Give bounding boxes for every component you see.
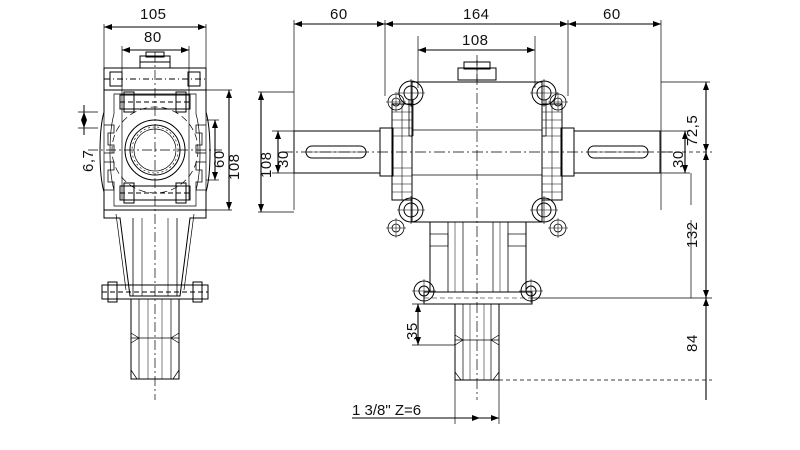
dim-text-108-front: 108 — [226, 153, 243, 180]
front-view-group — [78, 24, 232, 400]
top-left-input-shaft — [293, 130, 381, 174]
dim-text-132: 132 — [684, 221, 701, 248]
dim-text-72-5: 72,5 — [684, 114, 701, 146]
front-right-dim-extensions — [206, 89, 232, 211]
top-output-spline-shaft — [454, 303, 500, 381]
dim-text-60-left: 60 — [330, 6, 348, 23]
dim-line-108-front — [226, 90, 232, 210]
dim-text-80: 80 — [144, 29, 162, 46]
dim-text-108-top: 108 — [462, 32, 489, 49]
top-left-dim-extensions — [258, 91, 294, 213]
dim-line-80 — [122, 47, 189, 53]
dim-line-60-front — [212, 120, 218, 180]
dim-text-6-7: 6,7 — [80, 149, 97, 172]
dim-line-132 — [703, 152, 709, 298]
dim-line-105 — [104, 24, 206, 30]
top-view-dim-extensions — [293, 20, 662, 210]
spline-note-leader — [352, 380, 500, 424]
dim-text-108-topview: 108 — [258, 151, 275, 178]
right-dim-extensions — [499, 81, 712, 381]
top-left-bearing-flange — [379, 103, 413, 201]
spline-note: 1 3/8" Z=6 — [352, 402, 422, 419]
dim-text-84: 84 — [684, 334, 701, 352]
dim-line-30-right — [682, 131, 688, 173]
dim-line-30-left — [275, 131, 281, 173]
top-view-centerlines — [282, 55, 680, 400]
dim-text-30-right: 30 — [670, 150, 687, 168]
dim-line-108-top — [418, 47, 535, 53]
top-corner-bolts — [386, 79, 568, 238]
dim-line-108-topview — [258, 92, 264, 212]
front-lower-taper — [103, 210, 207, 297]
top-view-group — [258, 20, 712, 424]
dim-text-164: 164 — [463, 6, 490, 23]
top-breather-cap — [457, 60, 497, 82]
dim-text-35: 35 — [404, 322, 421, 340]
dim-text-60-right: 60 — [603, 6, 621, 23]
top-lower-output-housing — [412, 221, 543, 305]
front-centerlines — [88, 52, 222, 400]
dim-line-84 — [703, 298, 709, 400]
dim-line-35 — [415, 304, 421, 345]
front-output-shaft — [130, 298, 180, 380]
top-right-output-shaft — [573, 130, 661, 174]
dim-line-72-5 — [703, 82, 709, 152]
dim-line-top-row — [294, 21, 661, 27]
dim-6-7 — [78, 105, 98, 135]
dim-35-extensions — [412, 303, 455, 346]
dim-text-30-left: 30 — [275, 150, 292, 168]
dim-text-105: 105 — [140, 6, 167, 23]
top-bolt-shanks — [408, 100, 547, 137]
